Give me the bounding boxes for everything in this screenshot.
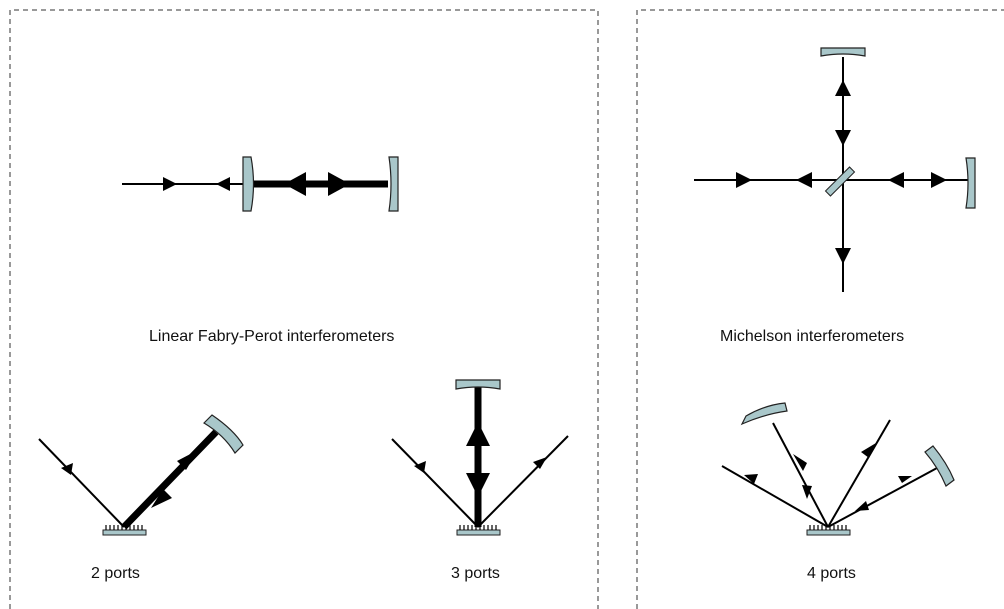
arrow-left-icon [888, 172, 904, 188]
michelson-label: Michelson interferometers [720, 328, 904, 345]
beam-splitter [824, 166, 856, 197]
fabry-perot-panel [9, 9, 599, 609]
output-beam [477, 435, 569, 528]
arrow-left-icon [216, 177, 230, 191]
arrow-down-icon [466, 473, 490, 497]
arrow-right-icon [931, 172, 947, 188]
arrow-down-icon [835, 248, 851, 264]
end-mirror [455, 379, 501, 390]
two-ports-label: 2 ports [91, 565, 140, 582]
arrow-down-right-icon [61, 463, 73, 475]
linear-fabry-perot-cavity [122, 156, 399, 212]
top-mirror [820, 47, 866, 57]
arrow-up-right-icon [898, 476, 912, 483]
arrow-left-icon [284, 172, 306, 196]
input-beam [721, 465, 829, 528]
input-beam [391, 438, 479, 528]
two-port-grating-cavity [38, 414, 244, 536]
arrow-up-right-icon [177, 450, 198, 470]
three-port-grating-cavity [391, 379, 569, 536]
four-port-grating-cavity [721, 402, 955, 536]
right-mirror [965, 157, 976, 209]
arrow-down-right-icon [744, 474, 758, 484]
arrow-up-icon [835, 80, 851, 96]
grating [102, 529, 147, 536]
arrow-right-icon [163, 177, 177, 191]
four-ports-label: 4 ports [807, 565, 856, 582]
grating-grooves [459, 525, 497, 530]
fabry-perot-panel-border [9, 9, 599, 609]
fabry-perot-label: Linear Fabry-Perot interferometers [149, 328, 394, 345]
input-beam [38, 438, 125, 528]
arrow-up-right-icon [533, 457, 547, 469]
input-mirror [242, 156, 255, 212]
arrow-down-icon [793, 454, 807, 471]
michelson-panel [636, 9, 1004, 609]
arrow-up-right-icon [861, 443, 876, 458]
arrow-down-right-icon [414, 461, 426, 473]
arrow-left-icon [796, 172, 812, 188]
arrow-down-icon [802, 485, 812, 499]
arrow-right-icon [736, 172, 752, 188]
right-mirror [924, 445, 955, 487]
output-beam [827, 419, 891, 528]
left-mirror [740, 402, 788, 426]
arrow-right-icon [328, 172, 350, 196]
cavity-arm-left [772, 422, 829, 528]
grating-grooves [809, 525, 847, 530]
end-mirror [388, 156, 399, 212]
cavity-arm-right [827, 467, 938, 528]
grating [456, 529, 501, 536]
michelson-interferometer [694, 47, 976, 292]
cavity-beam [121, 429, 219, 530]
grating [806, 529, 851, 536]
arrow-up-icon [466, 422, 490, 446]
arrow-down-left-icon [855, 501, 869, 511]
grating-grooves [105, 525, 143, 530]
three-ports-label: 3 ports [451, 565, 500, 582]
end-mirror [203, 414, 244, 454]
michelson-panel-border [636, 9, 1004, 609]
arrow-down-left-icon [151, 489, 172, 508]
arrow-down-icon [835, 130, 851, 146]
